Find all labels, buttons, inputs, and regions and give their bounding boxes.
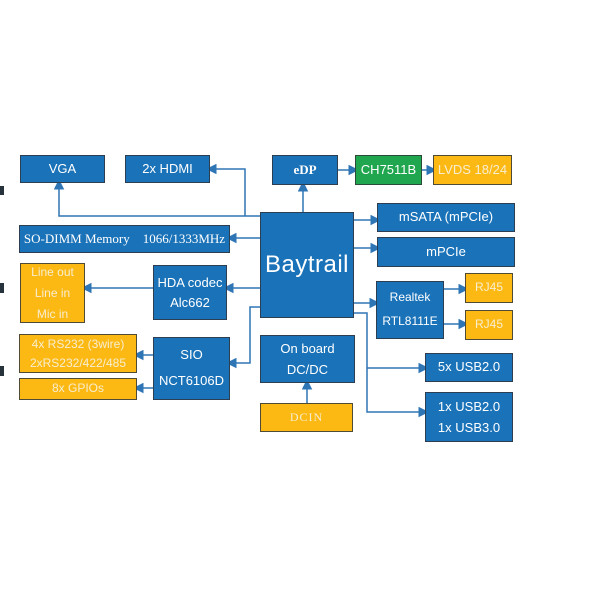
- block-serial-ports: 4x RS232 (3wire) 2xRS232/422/485: [19, 334, 137, 373]
- block-label-line: RTL8111E: [382, 313, 438, 328]
- block-label-line: On board: [280, 341, 335, 356]
- block-label: VGA: [48, 160, 77, 176]
- block-label-line: DC/DC: [286, 362, 329, 377]
- block-sodimm-memory: SO-DIMM Memory 1066/1333MHz: [19, 225, 230, 253]
- block-2x-hdmi: 2x HDMI: [125, 155, 210, 183]
- block-label: RJ45: [474, 280, 503, 295]
- block-mpcie: mPCIe: [377, 237, 515, 267]
- block-rj45-top: RJ45: [465, 273, 513, 303]
- block-label: LVDS 18/24: [437, 161, 508, 177]
- edge-artifact-mark: [0, 186, 4, 195]
- block-edp: eDP: [272, 155, 338, 185]
- block-label-line: HDA codec: [157, 274, 223, 290]
- block-label: mSATA (mPCIe): [398, 209, 494, 225]
- block-label-line: 2xRS232/422/485: [29, 355, 127, 370]
- block-usb2: 5x USB2.0: [425, 353, 513, 382]
- block-lvds-18-24: LVDS 18/24: [433, 155, 512, 185]
- connector-baytrail-sio: [226, 306, 260, 369]
- block-label-line: 1x USB3.0: [437, 420, 501, 435]
- block-label-line: Line in: [34, 285, 71, 300]
- block-label: 2x HDMI: [142, 160, 193, 176]
- block-realtek-rtl8111e: Realtek RTL8111E: [376, 281, 444, 339]
- block-label-line: Alc662: [170, 294, 210, 310]
- connector-baytrail-usb23: [354, 312, 429, 418]
- block-label-line: Mic in: [36, 306, 69, 321]
- block-label-line: 1x USB2.0: [437, 399, 501, 414]
- block-msata-mpcie: mSATA (mPCIe): [377, 203, 515, 232]
- block-label: Baytrail: [264, 251, 350, 279]
- block-label-line: 4x RS232 (3wire): [31, 336, 125, 351]
- block-label: 8x GPIOs: [51, 381, 104, 396]
- block-label-line: SIO: [180, 347, 203, 363]
- block-label: eDP: [293, 161, 317, 177]
- block-usb2-usb3: 1x USB2.0 1x USB3.0: [425, 392, 513, 442]
- block-label: DCIN: [289, 409, 324, 424]
- block-label-line: Realtek: [389, 290, 431, 305]
- connector-baytrail-vga: [53, 179, 260, 217]
- block-label-line: Line out: [31, 264, 74, 279]
- block-label: mPCIe: [426, 243, 466, 259]
- block-gpio: 8x GPIOs: [19, 378, 137, 400]
- block-rj45-bottom: RJ45: [465, 310, 513, 340]
- block-ch7511b: CH7511B: [355, 155, 422, 185]
- block-hda-codec: HDA codec Alc662: [153, 265, 227, 320]
- block-vga: VGA: [20, 155, 105, 183]
- block-sio-nct6106d: SIO NCT6106D: [153, 337, 230, 400]
- block-label: SO-DIMM Memory 1066/1333MHz: [23, 230, 226, 246]
- block-label-line: NCT6106D: [158, 372, 225, 388]
- edge-artifact-mark: [0, 283, 4, 293]
- block-label: 5x USB2.0: [437, 359, 501, 375]
- block-label: CH7511B: [360, 161, 417, 177]
- block-audio-jacks: Line out Line in Mic in: [20, 263, 85, 323]
- block-label: RJ45: [474, 317, 503, 332]
- edge-artifact-mark: [0, 366, 4, 376]
- block-baytrail-soc: Baytrail: [260, 212, 354, 318]
- block-dcin: DCIN: [260, 403, 353, 432]
- block-onboard-dcdc: On board DC/DC: [260, 335, 355, 383]
- connector-baytrail-hdmi: [206, 163, 246, 216]
